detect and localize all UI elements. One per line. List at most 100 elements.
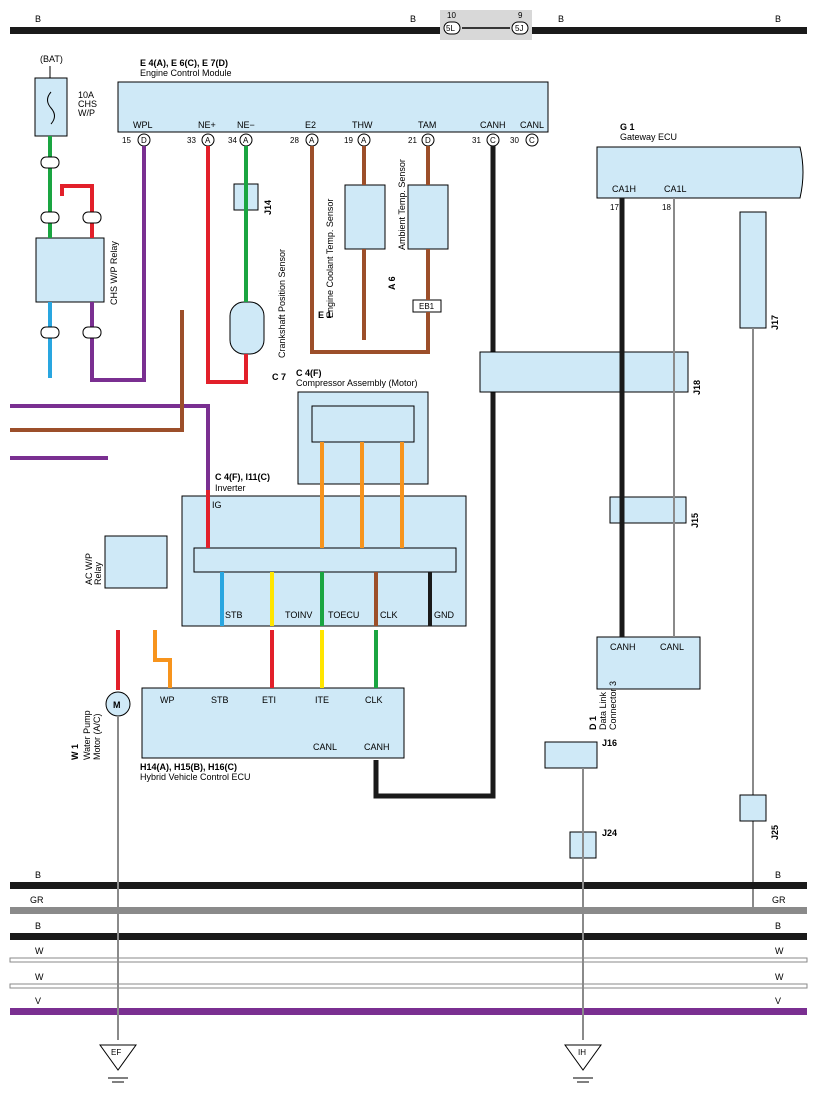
svg-text:C 7: C 7 xyxy=(272,372,286,382)
svg-text:CLK: CLK xyxy=(365,695,383,705)
svg-text:Connector 3: Connector 3 xyxy=(608,681,618,730)
svg-text:G 1: G 1 xyxy=(620,122,635,132)
svg-text:IG: IG xyxy=(212,500,222,510)
svg-text:21: 21 xyxy=(408,136,417,145)
svg-text:EB1: EB1 xyxy=(419,302,435,311)
svg-text:5J: 5J xyxy=(515,24,523,33)
svg-text:W: W xyxy=(775,972,784,982)
svg-text:J15: J15 xyxy=(690,513,700,528)
svg-text:Ambient Temp. Sensor: Ambient Temp. Sensor xyxy=(397,159,407,250)
svg-text:CANL: CANL xyxy=(520,120,544,130)
svg-text:Crankshaft Position Sensor: Crankshaft Position Sensor xyxy=(277,249,287,358)
svg-text:17: 17 xyxy=(610,203,619,212)
svg-text:A: A xyxy=(309,136,315,145)
chs-wp-relay: CHS W/P Relay xyxy=(35,237,119,305)
svg-text:NE+: NE+ xyxy=(198,120,216,130)
bottom-buses: B GR B W W V B GR B W W V xyxy=(9,870,808,1015)
svg-text:W: W xyxy=(775,946,784,956)
svg-text:B: B xyxy=(775,14,781,24)
top-connector-5l-5j: 10 5L 9 5J xyxy=(440,10,532,40)
svg-text:CANL: CANL xyxy=(660,642,684,652)
hybrid-vehicle-ecu: H14(A), H15(B), H16(C) Hybrid Vehicle Co… xyxy=(140,687,405,782)
svg-text:19: 19 xyxy=(344,136,353,145)
svg-text:GND: GND xyxy=(434,610,455,620)
svg-text:V: V xyxy=(35,996,41,1006)
svg-text:ITE: ITE xyxy=(315,695,329,705)
left-trunk-wires xyxy=(10,310,210,490)
svg-text:B: B xyxy=(35,870,41,880)
svg-text:15: 15 xyxy=(122,136,131,145)
svg-text:C: C xyxy=(490,136,496,145)
top-bus: B B B B xyxy=(10,14,807,34)
svg-text:A: A xyxy=(243,136,249,145)
j16-junction: J16 xyxy=(544,738,617,769)
svg-text:E 1: E 1 xyxy=(318,310,332,320)
svg-text:(BAT): (BAT) xyxy=(40,54,63,64)
svg-text:CA1L: CA1L xyxy=(664,184,687,194)
svg-text:34: 34 xyxy=(228,136,237,145)
svg-text:CA1H: CA1H xyxy=(612,184,636,194)
svg-text:E 4(A), E 6(C), E 7(D): E 4(A), E 6(C), E 7(D) xyxy=(140,58,228,68)
svg-text:CANL: CANL xyxy=(313,742,337,752)
svg-text:STB: STB xyxy=(225,610,243,620)
crankshaft-sensor: C 7 Crankshaft Position Sensor xyxy=(229,249,287,382)
svg-text:18: 18 xyxy=(662,203,671,212)
svg-text:STB: STB xyxy=(211,695,229,705)
ecm-pins: WPL NE+ NE− E2 THW TAM CANH CANL 15 33 3… xyxy=(122,120,544,145)
svg-text:J18: J18 xyxy=(692,380,702,395)
svg-text:WPL: WPL xyxy=(133,120,153,130)
svg-text:W: W xyxy=(35,946,44,956)
j25-junction: J25 xyxy=(739,794,780,840)
svg-text:GR: GR xyxy=(30,895,44,905)
svg-text:TOECU: TOECU xyxy=(328,610,359,620)
svg-text:E2: E2 xyxy=(305,120,316,130)
svg-text:10: 10 xyxy=(447,11,456,20)
svg-text:ETI: ETI xyxy=(262,695,276,705)
svg-text:NE−: NE− xyxy=(237,120,255,130)
svg-text:J16: J16 xyxy=(602,738,617,748)
ground-ih: IH xyxy=(564,1044,602,1083)
j17-junction: J17 xyxy=(739,211,780,330)
svg-text:D 1: D 1 xyxy=(588,716,598,730)
svg-text:28: 28 xyxy=(290,136,299,145)
svg-text:C 4(F): C 4(F) xyxy=(296,368,322,378)
svg-text:Engine Control Module: Engine Control Module xyxy=(140,68,232,78)
svg-text:B: B xyxy=(35,921,41,931)
svg-text:9: 9 xyxy=(518,11,523,20)
svg-text:THW: THW xyxy=(352,120,373,130)
svg-text:W/P: W/P xyxy=(78,108,95,118)
svg-text:CHS W/P Relay: CHS W/P Relay xyxy=(109,241,119,305)
svg-text:CHS: CHS xyxy=(78,99,97,109)
svg-text:CANH: CANH xyxy=(480,120,506,130)
svg-text:Data Link: Data Link xyxy=(598,691,608,730)
coolant-sensor: E 1 Engine Coolant Temp. Sensor xyxy=(318,184,386,320)
svg-text:C: C xyxy=(529,136,535,145)
svg-text:B: B xyxy=(775,921,781,931)
svg-text:AC W/P: AC W/P xyxy=(84,553,94,585)
svg-text:B: B xyxy=(410,14,416,24)
svg-text:CANH: CANH xyxy=(610,642,636,652)
svg-text:D: D xyxy=(141,136,147,145)
svg-text:33: 33 xyxy=(187,136,196,145)
svg-text:A: A xyxy=(361,136,367,145)
svg-text:Compressor Assembly (Motor): Compressor Assembly (Motor) xyxy=(296,378,418,388)
svg-text:V: V xyxy=(775,996,781,1006)
ac-wp-relay: AC W/P Relay xyxy=(84,535,168,589)
svg-text:J17: J17 xyxy=(770,315,780,330)
svg-text:J24: J24 xyxy=(602,828,617,838)
svg-text:A 6: A 6 xyxy=(387,276,397,290)
svg-text:CANH: CANH xyxy=(364,742,390,752)
ecm-pin-circles xyxy=(137,133,539,147)
ambient-sensor: A 6 Ambient Temp. Sensor EB1 xyxy=(387,159,449,313)
svg-text:CLK: CLK xyxy=(380,610,398,620)
svg-text:B: B xyxy=(35,14,41,24)
svg-text:Water Pump: Water Pump xyxy=(82,710,92,760)
svg-text:J14: J14 xyxy=(263,200,273,215)
svg-text:W 1: W 1 xyxy=(70,744,80,760)
data-link-connector-3: CANH CANL D 1 Data Link Connector 3 xyxy=(588,636,701,730)
j24-junction: J24 xyxy=(569,828,617,859)
svg-text:B: B xyxy=(558,14,564,24)
svg-text:W: W xyxy=(35,972,44,982)
svg-text:Motor (A/C): Motor (A/C) xyxy=(92,713,102,760)
